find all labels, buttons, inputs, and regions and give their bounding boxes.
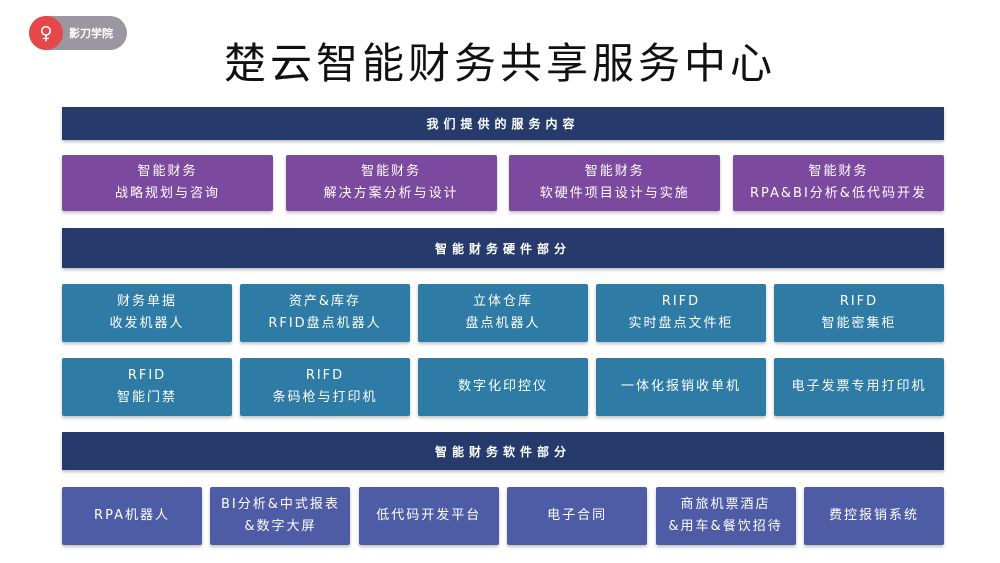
software-header: 智能财务软件部分 [62, 432, 944, 470]
hardware-card: 立体仓库盘点机器人 [418, 284, 588, 342]
service-card: 智能财务战略规划与咨询 [62, 155, 273, 211]
hardware-card-subtitle: 盘点机器人 [465, 316, 541, 331]
service-card: 智能财务软硬件项目设计与实施 [509, 155, 721, 211]
software-card-title: 电子合同 [547, 508, 608, 523]
service-card-subtitle: 战略规划与咨询 [114, 186, 220, 201]
hardware-card-title: 数字化印控仪 [457, 379, 548, 394]
hardware-card-title: 财务单据 [116, 294, 177, 309]
service-card-title: 智能财务 [361, 164, 422, 179]
software-card: RPA机器人 [62, 487, 202, 545]
hardware-card: 一体化报销收单机 [596, 358, 766, 416]
software-card-subtitle: &用车&餐饮招待 [668, 519, 783, 534]
hardware-card: RIFD 条码枪与打印机 [240, 358, 410, 416]
hardware-card-title: RIFD [661, 294, 701, 309]
hardware-card-title: RIFD [305, 368, 345, 383]
hardware-card-title: 资产&库存 [288, 294, 362, 309]
hardware-card-subtitle: 智能门禁 [116, 390, 177, 405]
service-card: 智能财务 RPA&BI分析&低代码开发 [732, 155, 944, 211]
hardware-card-title: RIFD [839, 294, 879, 309]
software-card-title: BI分析&中式报表 [220, 497, 340, 512]
hardware-card-title: 一体化报销收单机 [620, 379, 741, 394]
hardware-card: RFID 智能门禁 [62, 358, 232, 416]
service-card-subtitle: 软硬件项目设计与实施 [539, 186, 690, 201]
software-card: 商旅机票酒店&用车&餐饮招待 [655, 487, 796, 545]
service-card-title: 智能财务 [584, 164, 645, 179]
logo-icon: ♀ [29, 16, 63, 50]
hardware-card-title: 立体仓库 [472, 294, 533, 309]
logo-text: 影刀学院 [69, 27, 113, 40]
hardware-card-title: RFID [127, 368, 167, 383]
service-card-title: 智能财务 [137, 164, 198, 179]
software-card-title: 费控报销系统 [828, 508, 919, 523]
hardware-card: 资产&库存 RFID盘点机器人 [240, 284, 410, 342]
hardware-card: 数字化印控仪 [418, 358, 588, 416]
software-card: 费控报销系统 [803, 487, 944, 545]
hardware-card-subtitle: 条码枪与打印机 [272, 390, 378, 405]
services-header: 我们提供的服务内容 [62, 107, 944, 140]
service-card-subtitle: RPA&BI分析&低代码开发 [749, 186, 927, 201]
hardware-card-subtitle: 收发机器人 [109, 316, 185, 331]
service-card: 智能财务解决方案分析与设计 [285, 155, 497, 211]
service-card-title: 智能财务 [808, 164, 869, 179]
page-title: 楚云智能财务共享服务中心 [223, 39, 776, 88]
hardware-row-1: 财务单据收发机器人 资产&库存 RFID盘点机器人 立体仓库盘点机器人 RIFD 实时盘点… [62, 284, 944, 342]
hardware-card: RIFD 智能密集柜 [774, 284, 944, 342]
hardware-row-2: RFID 智能门禁 RIFD 条码枪与打印机 数字化印控仪 一体化报销收单机 电子发票专用打… [62, 358, 944, 416]
hardware-card: RIFD 实时盘点文件柜 [596, 284, 766, 342]
logo-badge: ♀ 影刀学院 [29, 16, 127, 50]
service-card-subtitle: 解决方案分析与设计 [323, 186, 459, 201]
hardware-card-title: 电子发票专用打印机 [791, 379, 927, 394]
software-card-subtitle: &数字大屏 [244, 519, 317, 534]
hardware-card-subtitle: 智能密集柜 [821, 316, 897, 331]
hardware-card: 财务单据收发机器人 [62, 284, 232, 342]
software-card: BI分析&中式报表&数字大屏 [210, 487, 351, 545]
software-card: 低代码开发平台 [358, 487, 499, 545]
hardware-card-subtitle: RFID盘点机器人 [268, 316, 382, 331]
hardware-header: 智能财务硬件部分 [62, 228, 944, 268]
software-card-title: 商旅机票酒店 [680, 497, 771, 512]
software-card-title: RPA机器人 [94, 508, 170, 523]
hardware-card: 电子发票专用打印机 [774, 358, 944, 416]
services-row: 智能财务战略规划与咨询智能财务解决方案分析与设计智能财务软硬件项目设计与实施智能… [62, 155, 944, 211]
software-row: RPA机器人 BI分析&中式报表&数字大屏 低代码开发平台 电子合同 商旅机票酒店&用车… [62, 487, 944, 545]
software-card-title: 低代码开发平台 [376, 508, 482, 523]
hardware-card-subtitle: 实时盘点文件柜 [628, 316, 734, 331]
software-card: 电子合同 [507, 487, 648, 545]
